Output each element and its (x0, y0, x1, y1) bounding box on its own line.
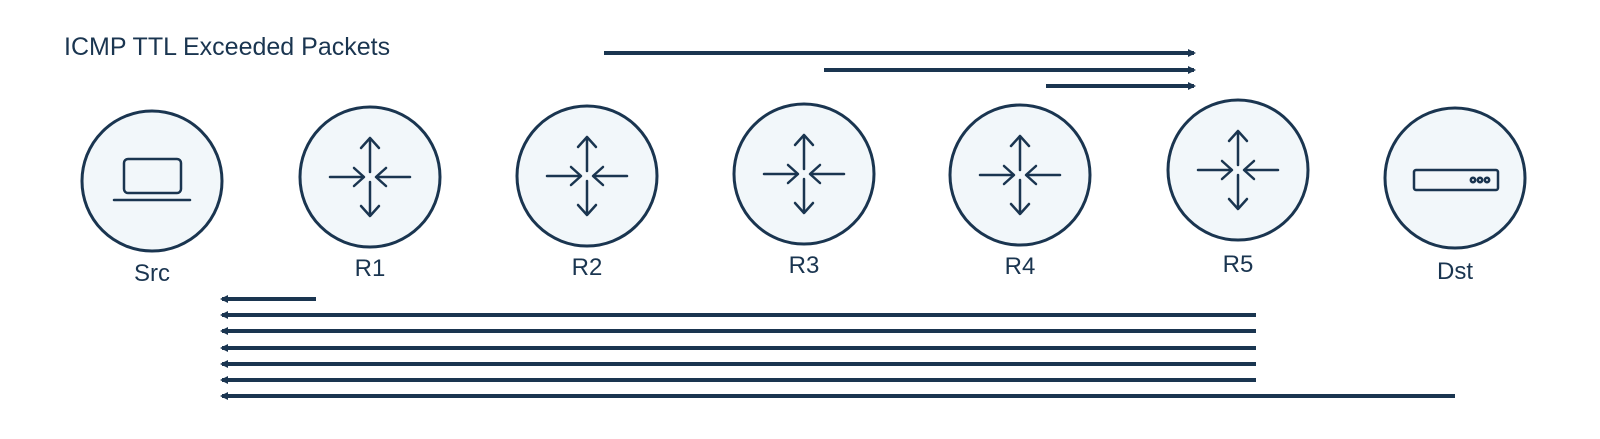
node-circle (1166, 98, 1310, 242)
node-circle (298, 105, 442, 249)
node-r1: R1 (298, 105, 442, 282)
node-label: R4 (1005, 253, 1036, 280)
diagram-title: ICMP TTL Exceeded Packets (64, 33, 390, 61)
router-icon (978, 134, 1062, 216)
forward-arrows (604, 49, 1196, 90)
node-dst: Dst (1383, 106, 1527, 285)
return-arrows (220, 295, 1455, 400)
node-label: R5 (1223, 251, 1254, 278)
node-label: Src (134, 260, 170, 287)
router-icon (545, 135, 629, 217)
node-circle (515, 104, 659, 248)
router-icon (328, 136, 412, 218)
node-circle (1383, 106, 1527, 250)
node-label: R2 (572, 254, 603, 281)
node-label: R1 (355, 255, 386, 282)
node-circle (732, 102, 876, 246)
node-label: Dst (1437, 258, 1473, 285)
server-icon (1412, 168, 1500, 192)
node-r4: R4 (948, 103, 1092, 280)
router-icon (1196, 129, 1280, 211)
node-r5: R5 (1166, 98, 1310, 278)
node-src: Src (80, 109, 224, 287)
router-icon (762, 133, 846, 215)
node-circle (80, 109, 224, 253)
node-r3: R3 (732, 102, 876, 279)
node-circle (948, 103, 1092, 247)
laptop-icon (112, 157, 192, 202)
node-r2: R2 (515, 104, 659, 281)
node-label: R3 (789, 252, 820, 279)
